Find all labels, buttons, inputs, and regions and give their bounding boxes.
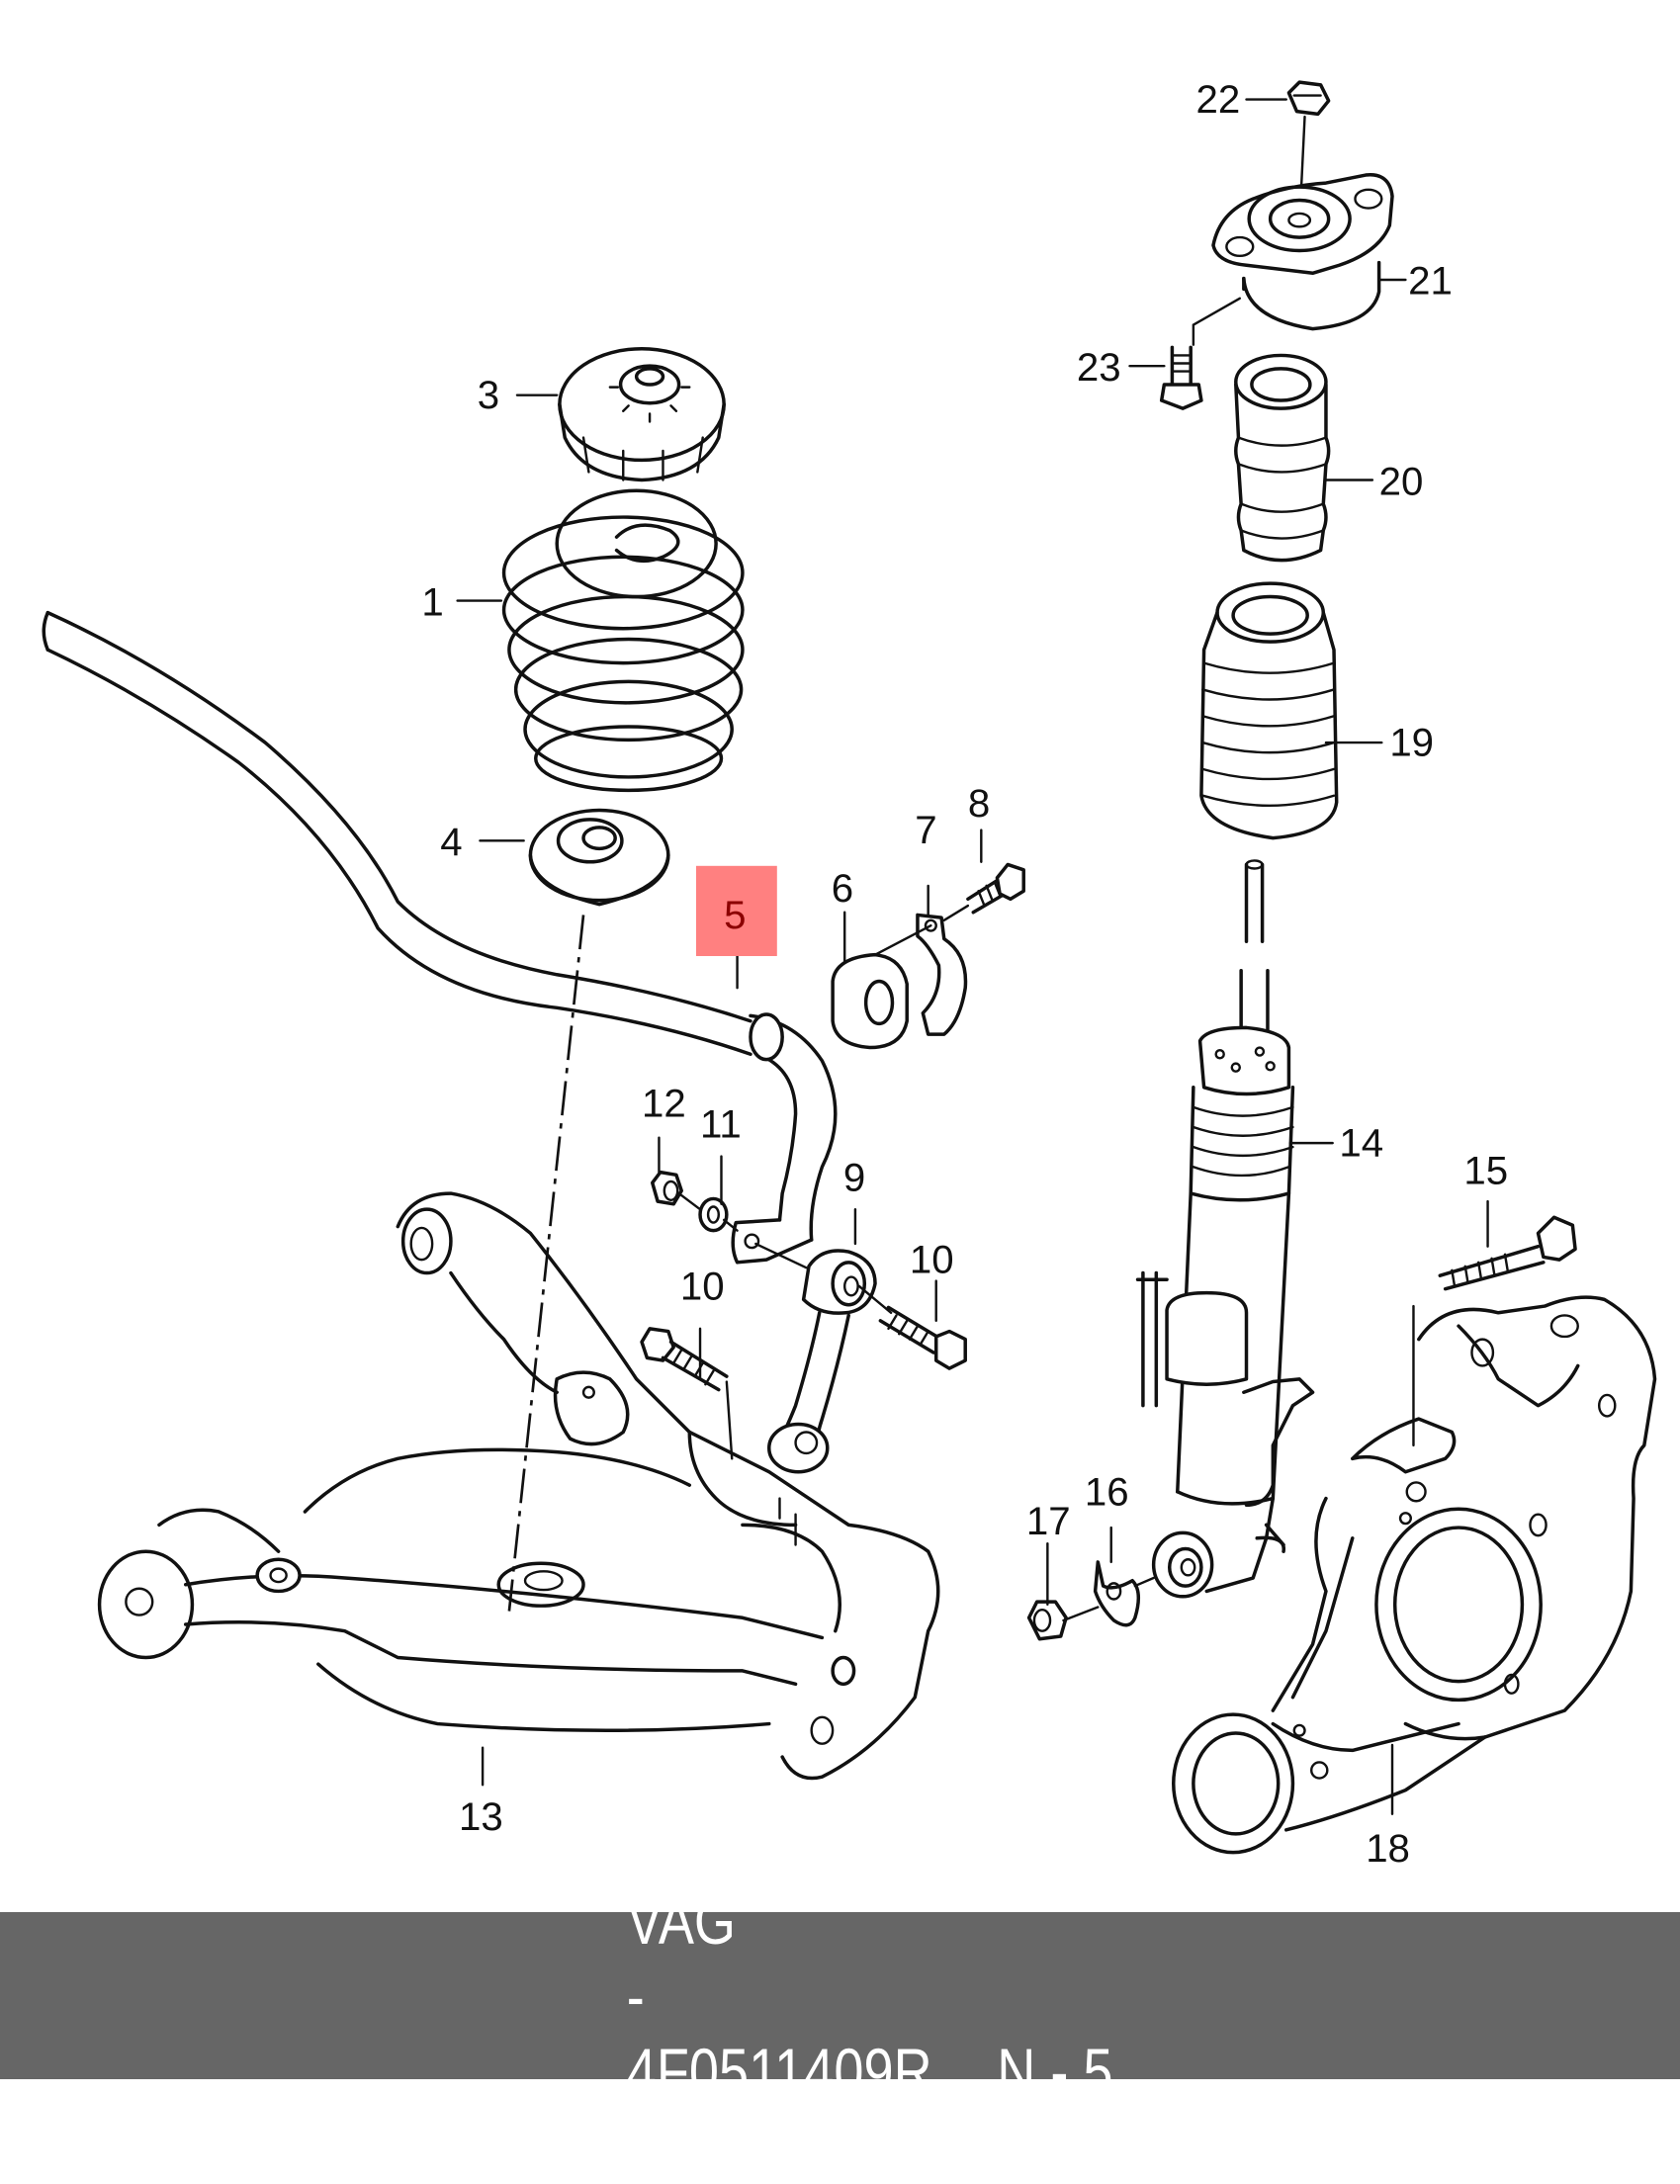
callout-label[interactable]: 12 [642,1081,686,1125]
parts-diagram: 1 3 4 5 6 7 8 9 10 10 11 12 13 14 15 16 … [42,77,1657,1871]
callout-label[interactable]: 16 [1085,1469,1129,1514]
shock-lower-washer[interactable] [1093,1560,1155,1627]
highlight-box [696,865,777,957]
callout-labels: 1 3 4 5 6 7 8 9 10 10 11 12 13 14 15 16 … [421,77,1508,1871]
wheel-bearing-housing[interactable] [1172,1295,1657,1855]
stabilizer-bar[interactable] [42,610,838,1265]
callout-label[interactable]: 21 [1408,259,1453,304]
link-bolt-lower[interactable] [640,1327,734,1460]
footer-bar: VAG - 4F0511409R N - 5 [0,1884,1680,2108]
callout-label[interactable]: 22 [1196,77,1241,122]
spring-lower-seat[interactable] [528,808,670,907]
callout-label[interactable]: 9 [843,1155,865,1199]
stabilizer-bushing[interactable] [831,952,909,1050]
callout-label[interactable]: 15 [1463,1149,1508,1193]
callout-label[interactable]: 6 [832,866,853,911]
nut[interactable] [651,1170,702,1211]
callout-label[interactable]: 14 [1339,1121,1383,1166]
alignment-line [507,915,585,1612]
brand-label: VAG [626,1883,736,1958]
bump-stop[interactable] [1234,353,1331,563]
callout-label[interactable]: 4 [440,820,462,864]
callout-label[interactable]: 10 [680,1264,725,1308]
callout-label[interactable]: 20 [1379,459,1424,503]
callout-label[interactable]: 1 [421,579,443,624]
shock-absorber[interactable] [1135,859,1315,1599]
callout-label[interactable]: 10 [910,1238,954,1282]
callout-label[interactable]: 13 [459,1794,503,1839]
coil-spring[interactable] [501,488,745,793]
callout-label[interactable]: 19 [1389,720,1434,764]
washer[interactable] [698,1196,739,1233]
position-label: N - 5 [997,2034,1113,2108]
separator: - [626,1959,645,2033]
callout-label[interactable]: 3 [478,373,499,417]
callout-label[interactable]: 11 [700,1102,742,1147]
leader-lines [456,98,1489,1815]
callout-label[interactable]: 23 [1077,345,1121,390]
knuckle-bolt[interactable] [1412,1215,1577,1447]
top-nut[interactable] [1286,80,1331,227]
callout-label[interactable]: 7 [915,808,936,852]
callout-label[interactable]: 18 [1366,1826,1410,1871]
protective-boot[interactable] [1199,581,1339,840]
stabilizer-link[interactable] [754,1242,877,1474]
link-bolt-right[interactable] [857,1284,967,1370]
part-number: 4F0511409R [626,2034,932,2108]
mount-bolt[interactable] [1159,297,1242,410]
clamp-bolt[interactable] [942,862,1025,921]
strut-mount[interactable] [1211,173,1394,331]
callout-label-highlighted[interactable]: 5 [724,893,746,937]
lower-control-arm[interactable] [97,1191,940,1781]
callout-label[interactable]: 8 [968,781,990,826]
bushing-clamp[interactable] [873,913,968,1036]
shock-lower-nut[interactable] [1026,1600,1100,1641]
callout-label[interactable]: 17 [1026,1499,1071,1543]
spring-upper-seat[interactable] [558,346,726,482]
part-number-caption: VAG - 4F0511409R N - 5 [568,1808,1113,2184]
